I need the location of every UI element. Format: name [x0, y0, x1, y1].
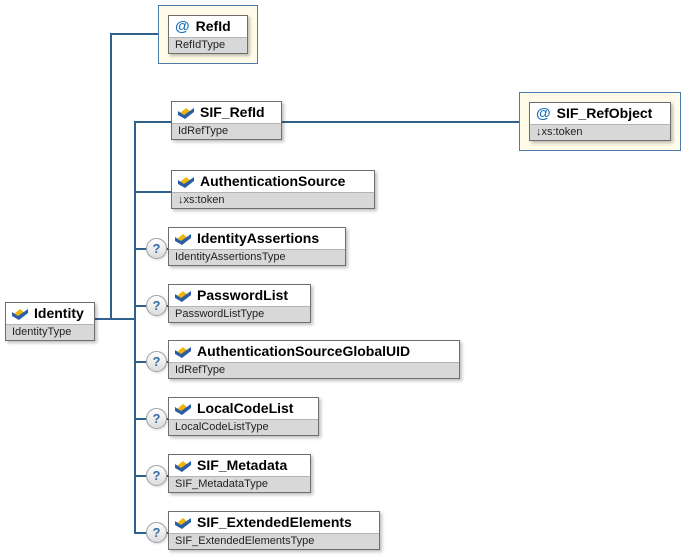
node-sif-metadata-label: SIF_Metadata [197, 457, 288, 473]
node-refid[interactable]: @ RefId RefIdType [168, 15, 248, 54]
optional-indicator: ? [146, 465, 167, 486]
node-identityassertions-label: IdentityAssertions [197, 230, 320, 246]
connector-trunk-children [134, 121, 136, 534]
node-passwordlist-title-row: PasswordList [169, 285, 310, 306]
node-identity-title-row: Identity [6, 303, 94, 324]
node-sif-extendedelements-type: SIF_ExtendedElementsType [169, 533, 379, 549]
element-icon [178, 175, 194, 188]
element-icon [178, 106, 194, 119]
optional-marker-text: ? [152, 411, 161, 426]
node-localcodelist-title-row: LocalCodeList [169, 398, 318, 419]
node-sif-extendedelements[interactable]: SIF_ExtendedElements SIF_ExtendedElement… [168, 511, 380, 550]
node-refid-label: RefId [195, 18, 231, 34]
node-identity[interactable]: Identity IdentityType [5, 302, 95, 341]
node-sif-extendedelements-label: SIF_ExtendedElements [197, 514, 352, 530]
optional-indicator: ? [146, 295, 167, 316]
optional-marker-text: ? [152, 468, 161, 483]
node-authenticationsource-label: AuthenticationSource [200, 173, 346, 189]
node-identityassertions-type: IdentityAssertionsType [169, 249, 345, 265]
node-sif-refid-type: IdRefType [172, 123, 281, 139]
connector-trunk-attributes [110, 33, 112, 320]
element-icon [175, 516, 191, 529]
element-icon [175, 232, 191, 245]
node-authsourceglobaluid-title-row: AuthenticationSourceGlobalUID [169, 341, 459, 362]
element-icon [12, 307, 28, 320]
node-sif-refid-title-row: SIF_RefId [172, 102, 281, 123]
optional-marker-text: ? [152, 241, 161, 256]
node-authenticationsource[interactable]: AuthenticationSource ↓xs:token [171, 170, 375, 209]
node-sif-refobject[interactable]: @ SIF_RefObject ↓xs:token [529, 102, 671, 141]
node-refid-title-row: @ RefId [169, 16, 247, 37]
node-authenticationsource-title-row: AuthenticationSource [172, 171, 374, 192]
connector-refid [110, 33, 159, 35]
optional-indicator: ? [146, 238, 167, 259]
element-icon [175, 459, 191, 472]
node-sif-refobject-frame: @ SIF_RefObject ↓xs:token [519, 92, 681, 151]
attribute-icon: @ [536, 104, 551, 122]
node-localcodelist[interactable]: LocalCodeList LocalCodeListType [168, 397, 319, 436]
optional-marker-text: ? [152, 298, 161, 313]
element-icon [175, 289, 191, 302]
node-authsourceglobaluid[interactable]: AuthenticationSourceGlobalUID IdRefType [168, 340, 460, 379]
node-authsourceglobaluid-type: IdRefType [169, 362, 459, 378]
node-passwordlist-type: PasswordListType [169, 306, 310, 322]
node-refid-type: RefIdType [169, 37, 247, 53]
node-sif-refobject-label: SIF_RefObject [556, 105, 653, 121]
node-passwordlist[interactable]: PasswordList PasswordListType [168, 284, 311, 323]
optional-indicator: ? [146, 522, 167, 543]
optional-indicator: ? [146, 408, 167, 429]
node-sif-refid-label: SIF_RefId [200, 104, 265, 120]
element-icon [175, 345, 191, 358]
node-localcodelist-type: LocalCodeListType [169, 419, 318, 435]
connector-authenticationsource [134, 191, 179, 193]
node-sif-extendedelements-title-row: SIF_ExtendedElements [169, 512, 379, 533]
connector-sif-refobject [200, 121, 520, 123]
node-sif-refobject-type: ↓xs:token [530, 124, 670, 140]
node-identity-label: Identity [34, 305, 84, 321]
node-passwordlist-label: PasswordList [197, 287, 289, 303]
node-refid-frame: @ RefId RefIdType [158, 5, 258, 64]
node-identity-type: IdentityType [6, 324, 94, 340]
node-sif-refid[interactable]: SIF_RefId IdRefType [171, 101, 282, 140]
node-sif-refobject-title-row: @ SIF_RefObject [530, 103, 670, 124]
optional-marker-text: ? [152, 354, 161, 369]
node-localcodelist-label: LocalCodeList [197, 400, 294, 416]
node-authenticationsource-type: ↓xs:token [172, 192, 374, 208]
node-identityassertions[interactable]: IdentityAssertions IdentityAssertionsTyp… [168, 227, 346, 266]
attribute-icon: @ [175, 17, 190, 35]
element-icon [175, 402, 191, 415]
connector-sif-refid [134, 121, 179, 123]
connector-root [94, 318, 136, 320]
optional-indicator: ? [146, 351, 167, 372]
node-identityassertions-title-row: IdentityAssertions [169, 228, 345, 249]
node-authsourceglobaluid-label: AuthenticationSourceGlobalUID [197, 343, 411, 359]
node-sif-metadata[interactable]: SIF_Metadata SIF_MetadataType [168, 454, 311, 493]
optional-marker-text: ? [152, 525, 161, 540]
node-sif-metadata-type: SIF_MetadataType [169, 476, 310, 492]
node-sif-metadata-title-row: SIF_Metadata [169, 455, 310, 476]
